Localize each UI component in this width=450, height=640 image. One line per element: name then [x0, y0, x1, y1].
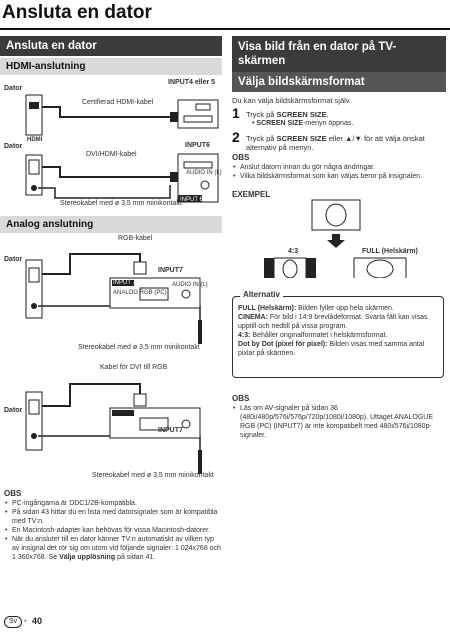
analog-panel-tag: INPUT 7: [113, 280, 136, 286]
analog-dator-label-2: Dator: [4, 407, 23, 414]
list-item: 4:3: Behåller originalformatet i helskär…: [238, 332, 388, 339]
analog-stereo-label-1: Stereokabel med ø 3,5 mm minikontakt: [78, 344, 200, 351]
analog-input7-label-1: INPUT7: [158, 267, 183, 274]
hdmi-input-label: INPUT4 eller 5: [168, 79, 216, 86]
list-item: När du ansluter till en dator känner TV:…: [4, 535, 222, 562]
list-item: FULL (Helskärm): Bilden fyller upp hela …: [238, 305, 394, 312]
analog-input7-label-2: INPUT7: [158, 427, 183, 434]
alternatives-list: FULL (Helskärm): Bilden fyller upp hela …: [238, 304, 442, 358]
step-2-text: Tryck på SCREEN SIZE eller ▲/▼ för att v…: [246, 134, 425, 152]
tv-input6-panel: [177, 153, 219, 203]
list-item: CINEMA: För bild i 14:9 brevlådeformat. …: [238, 314, 428, 330]
right-obs2-list: Läs om AV-signaler på sidan 36 (480i/480…: [232, 404, 444, 440]
hdmi-dator-label-1: Dator: [4, 85, 23, 92]
right-section-header: Visa bild från en dator på TV-skärmen: [232, 36, 446, 72]
analog-panel-sub: ANALOG RGB (PC): [113, 290, 167, 296]
right-obs2-title: OBS: [232, 394, 250, 403]
step-2-number: 2: [232, 129, 240, 145]
page-number: 40: [32, 616, 43, 626]
left-obs-title: OBS: [4, 489, 22, 498]
right-intro: Du kan välja bildskärmsformat själv.: [232, 96, 352, 105]
step-1-subtext: • SCREEN SIZE-menyn öppnas.: [252, 120, 354, 127]
hdmi-dator-label-2: Dator: [4, 143, 23, 150]
example-label-4-3: 4:3: [288, 248, 299, 255]
right-obs1-title: OBS: [232, 153, 250, 162]
example-title: EXEMPEL: [232, 190, 271, 199]
screen-format-example: [264, 199, 407, 278]
title-rule: [0, 28, 450, 30]
list-item: PC-ingångarna är DDC1/2B-kompatibla.: [4, 499, 222, 508]
rgb-cable-label: RGB-kabel: [118, 235, 153, 242]
input6-tag: INPUT 6: [180, 197, 203, 203]
analog-connection-diagram: [25, 253, 202, 474]
example-label-full: FULL (Helskärm): [362, 248, 418, 255]
step-1-text: Tryck på SCREEN SIZE.: [246, 110, 329, 119]
list-item: Läs om AV-signaler på sidan 36 (480i/480…: [232, 404, 444, 440]
audio-in-label: AUDIO IN (L): [186, 170, 222, 176]
analog-audio-label: AUDIO IN (L): [172, 282, 208, 288]
list-item: En Macintosh-adapter kan behövas för vis…: [4, 526, 222, 535]
hdmi-subheader: HDMI-anslutning: [0, 58, 222, 75]
alternatives-box: [232, 296, 444, 378]
dvi-hdmi-cable-label: DVI/HDMI-kabel: [86, 151, 137, 158]
computer-icon: [25, 94, 43, 136]
right-obs1-list: Anslut datorn innan du gör några ändring…: [232, 163, 444, 181]
list-item: Vilka bildskärmsformat som kan väljas be…: [232, 172, 444, 181]
hdmi-connection-diagram: [25, 94, 219, 203]
lang-badge: Sv: [4, 616, 22, 628]
analog-dator-label-1: Dator: [4, 256, 23, 263]
step-1-number: 1: [232, 105, 240, 121]
analog-stereo-label-2: Stereokabel med ø 3,5 mm minikontakt: [92, 472, 214, 479]
list-item: Dot by Dot (pixel för pixel): Bilden vis…: [238, 341, 425, 357]
hdmi-cable-label: Certifierad HDMI-kabel: [82, 99, 154, 106]
alternatives-title: Alternativ: [240, 290, 283, 299]
list-item: Anslut datorn innan du gör några ändring…: [232, 163, 444, 172]
analog-subheader: Analog anslutning: [0, 216, 222, 233]
dvi-rgb-cable-label: Kabel för DVI till RGB: [100, 364, 168, 371]
hdmi-stereo-cable-label: Stereokabel med ø 3,5 mm minikontakt: [60, 200, 182, 207]
hdmi-logo-text: HDMI: [27, 137, 43, 143]
arrow-down-icon: [327, 234, 345, 248]
left-section-header: Ansluta en dator: [0, 36, 222, 56]
input6-label: INPUT6: [185, 142, 210, 149]
right-subheader: Välja bildskärmsformat: [232, 72, 446, 92]
page-number-separator: ·: [24, 616, 27, 626]
page-title: Ansluta en dator: [2, 2, 152, 23]
left-obs-list: PC-ingångarna är DDC1/2B-kompatibla. På …: [4, 499, 222, 562]
list-item: På sidan 43 hittar du en lista med dator…: [4, 508, 222, 526]
